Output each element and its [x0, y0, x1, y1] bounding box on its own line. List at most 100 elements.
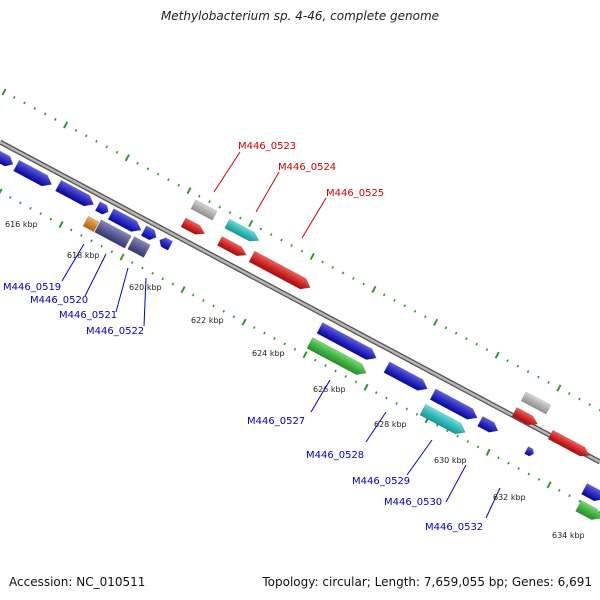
leader-lower — [143, 277, 147, 327]
gene-0525 — [248, 250, 311, 290]
gene-blue-l7 — [159, 237, 174, 251]
leader-lower — [310, 379, 331, 413]
inner-tick — [58, 220, 64, 229]
outer-tick — [300, 249, 304, 253]
inner-tick — [363, 383, 369, 391]
gene-label-lower: M446_0532 — [425, 522, 483, 533]
outer-tick — [290, 244, 293, 247]
outer-tick — [84, 134, 88, 138]
outer-tick — [186, 187, 192, 195]
inner-tick — [191, 293, 195, 297]
outer-tick — [475, 342, 478, 346]
gene-blue-l6 — [140, 225, 157, 241]
outer-tick — [393, 298, 396, 302]
inner-tick — [485, 448, 491, 456]
outer-tick — [537, 375, 540, 379]
outer-tick — [239, 216, 242, 220]
leader-lower — [406, 439, 433, 476]
genome-summary-text: Topology: circular; Length: 7,659,055 bp… — [262, 575, 592, 589]
kbp-label: 616 kbp — [5, 220, 38, 229]
inner-tick — [202, 299, 205, 302]
outer-tick — [494, 351, 500, 359]
inner-tick — [69, 228, 73, 232]
gene-label-lower: M446_0522 — [86, 326, 144, 337]
outer-tick — [136, 161, 139, 165]
inner-tick — [436, 423, 439, 427]
gene-0523b — [180, 217, 206, 235]
gene-green-2 — [575, 500, 600, 520]
inner-tick — [446, 429, 449, 433]
inner-tick — [497, 456, 500, 460]
outer-tick — [208, 200, 211, 204]
gene-label-lower: M446_0528 — [306, 450, 364, 461]
inner-tick — [222, 309, 225, 313]
outer-tick — [547, 381, 550, 385]
outer-tick — [516, 364, 520, 368]
inner-tick — [324, 364, 327, 367]
gene-label-lower: M446_0520 — [30, 295, 88, 306]
inner-tick — [293, 347, 297, 351]
inner-tick — [302, 351, 308, 359]
outer-tick — [526, 370, 530, 374]
inner-tick — [546, 481, 552, 489]
inner-tick — [273, 337, 276, 340]
outer-tick — [228, 211, 232, 215]
leader-lower — [84, 253, 107, 297]
outer-tick — [567, 392, 571, 395]
gene-0521 — [127, 236, 151, 258]
inner-tick — [334, 369, 337, 373]
outer-tick — [43, 112, 47, 116]
inner-tick — [110, 250, 114, 254]
outer-tick — [352, 276, 355, 280]
gene-0530 — [477, 416, 499, 433]
outer-tick — [248, 220, 254, 228]
inner-tick — [8, 195, 12, 199]
inner-tick — [456, 434, 459, 438]
outer-tick — [454, 331, 458, 335]
inner-tick — [558, 488, 561, 492]
inner-tick — [180, 286, 186, 294]
gene-0523 — [190, 199, 218, 221]
outer-tick — [197, 194, 201, 198]
inner-tick — [29, 206, 32, 210]
outer-tick — [1, 88, 7, 96]
outer-tick — [506, 359, 509, 363]
outer-tick — [371, 285, 377, 293]
inner-tick — [517, 467, 520, 471]
outer-tick — [269, 233, 273, 236]
inner-tick — [241, 318, 247, 326]
inner-tick — [90, 239, 93, 243]
inner-tick — [80, 233, 83, 237]
outer-tick — [259, 227, 263, 231]
gene-blue-l5 — [107, 208, 142, 232]
inner-tick — [375, 391, 378, 395]
gene-blue-a — [316, 322, 377, 360]
outer-tick — [382, 293, 386, 297]
inner-tick — [395, 402, 398, 405]
gene-0532 — [524, 446, 534, 457]
inner-tick — [39, 212, 42, 216]
gene-label-lower: M446_0519 — [3, 282, 61, 293]
outer-tick — [433, 318, 439, 326]
inner-tick — [263, 331, 266, 335]
outer-tick — [485, 348, 489, 352]
gene-blue-l3 — [55, 179, 95, 207]
outer-tick — [331, 266, 335, 269]
inner-tick — [507, 461, 510, 465]
outer-tick — [465, 337, 468, 341]
inner-tick — [476, 445, 480, 449]
outer-tick — [63, 121, 69, 129]
inner-tick — [232, 315, 236, 319]
genome-backbone — [0, 139, 600, 465]
inner-tick — [19, 201, 22, 205]
outer-tick — [280, 238, 283, 242]
outer-tick — [146, 167, 150, 171]
outer-tick — [362, 282, 365, 286]
gene-0527 — [306, 337, 367, 375]
kbp-label: 620 kbp — [129, 283, 162, 292]
inner-tick — [49, 217, 53, 221]
inner-tick — [568, 494, 571, 498]
kbp-label: 630 kbp — [434, 456, 467, 465]
